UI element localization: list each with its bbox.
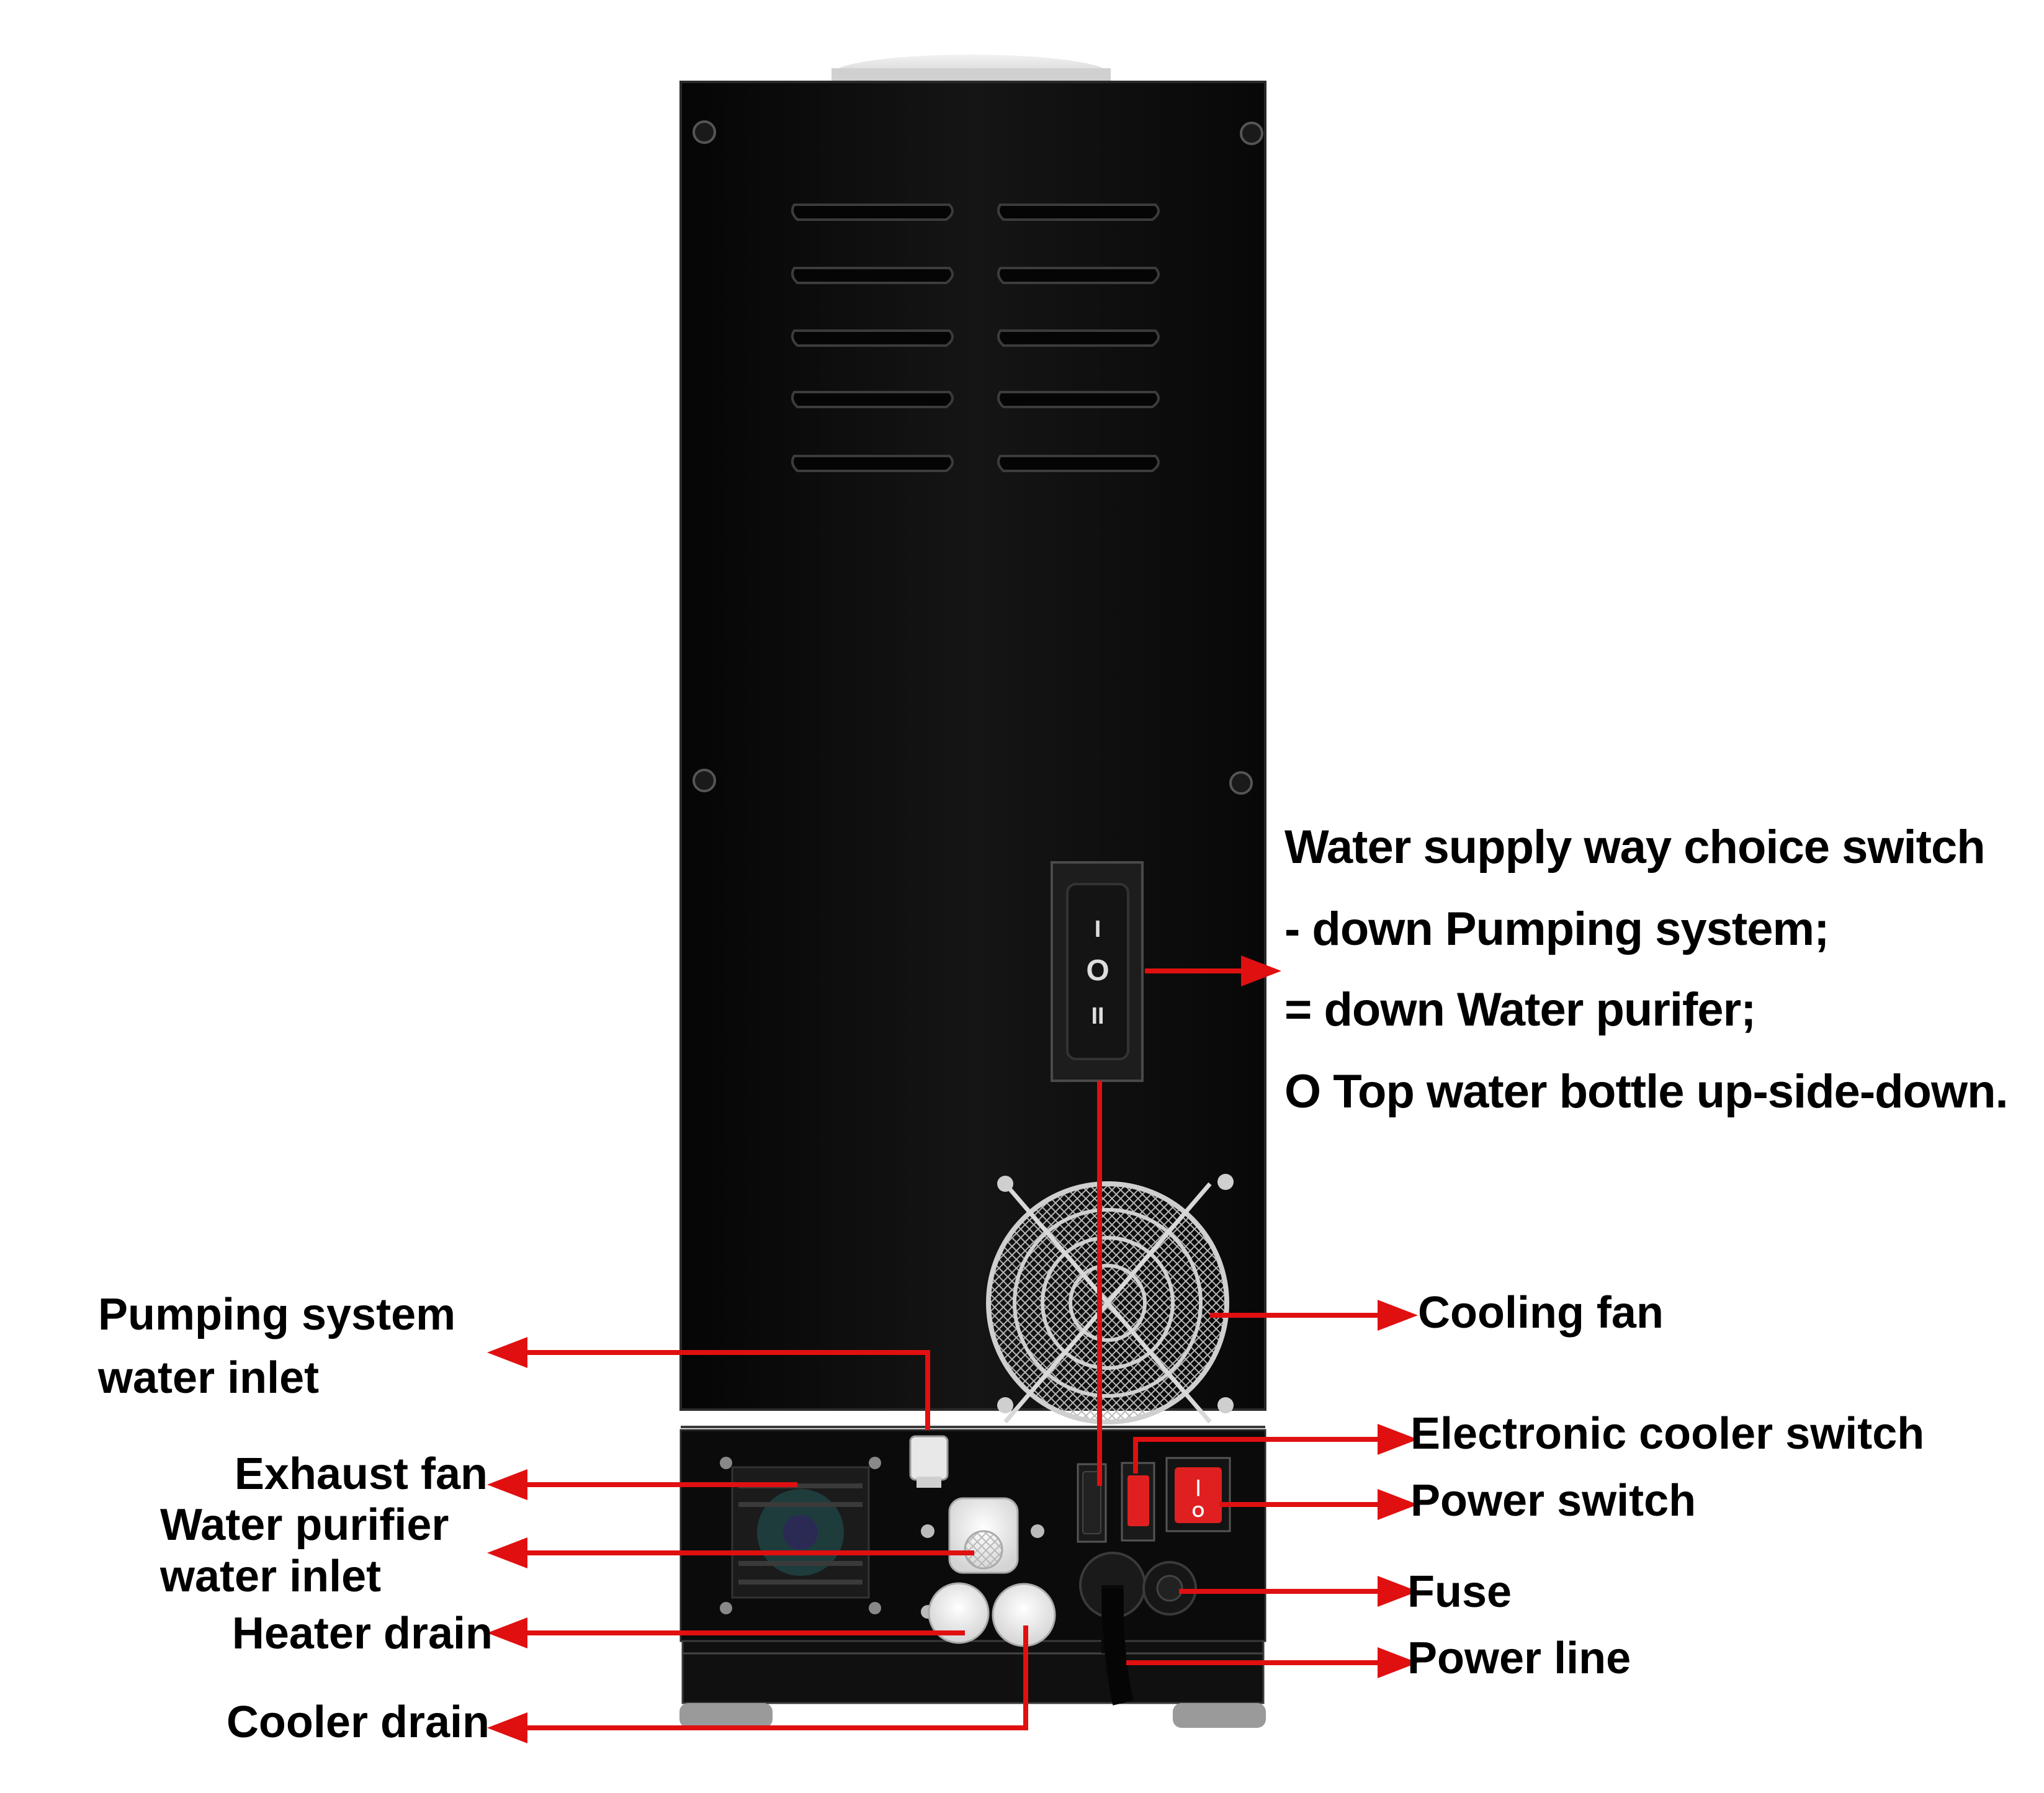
cabinet-screws (693, 120, 1263, 795)
label-purifier-inlet-line1: Water purifier (160, 1500, 449, 1550)
label-exhaust-fan: Exhaust fan (234, 1449, 488, 1499)
callout-power-switch-arrowhead (1378, 1489, 1418, 1520)
vent-louver (997, 203, 1160, 221)
power-mark-on: | (1196, 1477, 1201, 1496)
vent-louver (997, 391, 1160, 408)
switch-mark-two: II (1091, 1003, 1104, 1029)
label-fuse: Fuse (1407, 1567, 1512, 1617)
callout-exhaust-fan-arrowhead (487, 1469, 527, 1500)
vent-louver (791, 203, 954, 221)
label-cooling-fan: Cooling fan (1418, 1288, 1664, 1338)
power-line (1079, 1552, 1146, 1706)
vent-louver (791, 267, 954, 284)
vent-louver (791, 391, 954, 408)
callout-supply-switch-arrowhead (1241, 955, 1281, 986)
callout-electronic-cooler-switch-arrowhead (1378, 1424, 1418, 1455)
label-supply-switch-pump: - down Pumping system; (1284, 903, 1829, 955)
switch-mark-off: O (1086, 954, 1109, 987)
label-cooler-drain: Cooler drain (226, 1697, 490, 1747)
label-heater-drain: Heater drain (231, 1609, 493, 1658)
label-pumping-inlet-line1: Pumping system (98, 1290, 456, 1339)
label-supply-switch-title: Water supply way choice switch (1284, 821, 1986, 874)
electronic-cooler-switch[interactable] (1077, 1462, 1155, 1543)
power-mark-off: O (1192, 1502, 1204, 1521)
callout-fuse-arrowhead (1378, 1576, 1418, 1607)
label-supply-switch-purifier: = down Water purifer; (1284, 983, 1756, 1036)
feet (679, 1703, 1266, 1728)
ventilation-louvers (791, 203, 1160, 472)
switch-mark-one: I (1095, 916, 1101, 942)
vent-louver (997, 267, 1160, 284)
label-power-line: Power line (1407, 1634, 1631, 1683)
callout-cooler-drain (512, 1625, 1028, 1730)
vent-louver (997, 329, 1160, 347)
fuse (1142, 1561, 1197, 1616)
power-switch[interactable]: | O (1165, 1457, 1231, 1532)
cooling-fan (986, 1174, 1234, 1424)
label-pumping-inlet-line2: water inlet (98, 1353, 320, 1403)
pumping-inlet-fitting (909, 1435, 949, 1488)
heater-drain-fitting (928, 1582, 990, 1644)
label-purifier-inlet-line2: water inlet (160, 1552, 382, 1601)
callout-electronic-cooler-switch (1133, 1437, 1393, 1473)
vent-louver (791, 329, 954, 347)
callout-pumping-inlet-arrowhead (487, 1337, 527, 1368)
callout-heater-drain-arrowhead (487, 1617, 527, 1648)
callout-cooling-fan-arrowhead (1378, 1300, 1418, 1331)
callout-purifier-inlet-arrowhead (487, 1537, 527, 1568)
callout-power-line-arrowhead (1378, 1647, 1418, 1678)
label-supply-switch-bottle: O Top water bottle up-side-down. (1284, 1065, 2009, 1118)
water-supply-choice-switch[interactable]: I O II (1051, 861, 1144, 1082)
callout-cooler-drain-arrowhead (487, 1712, 527, 1743)
vent-louver (997, 455, 1160, 472)
label-power-switch: Power switch (1410, 1476, 1697, 1526)
vent-louver (791, 455, 954, 472)
label-electronic-cooler-switch: Electronic cooler switch (1410, 1409, 1925, 1459)
callout-lines (487, 955, 1418, 1743)
callout-pumping-inlet (512, 1350, 930, 1430)
exhaust-fan (720, 1457, 881, 1614)
